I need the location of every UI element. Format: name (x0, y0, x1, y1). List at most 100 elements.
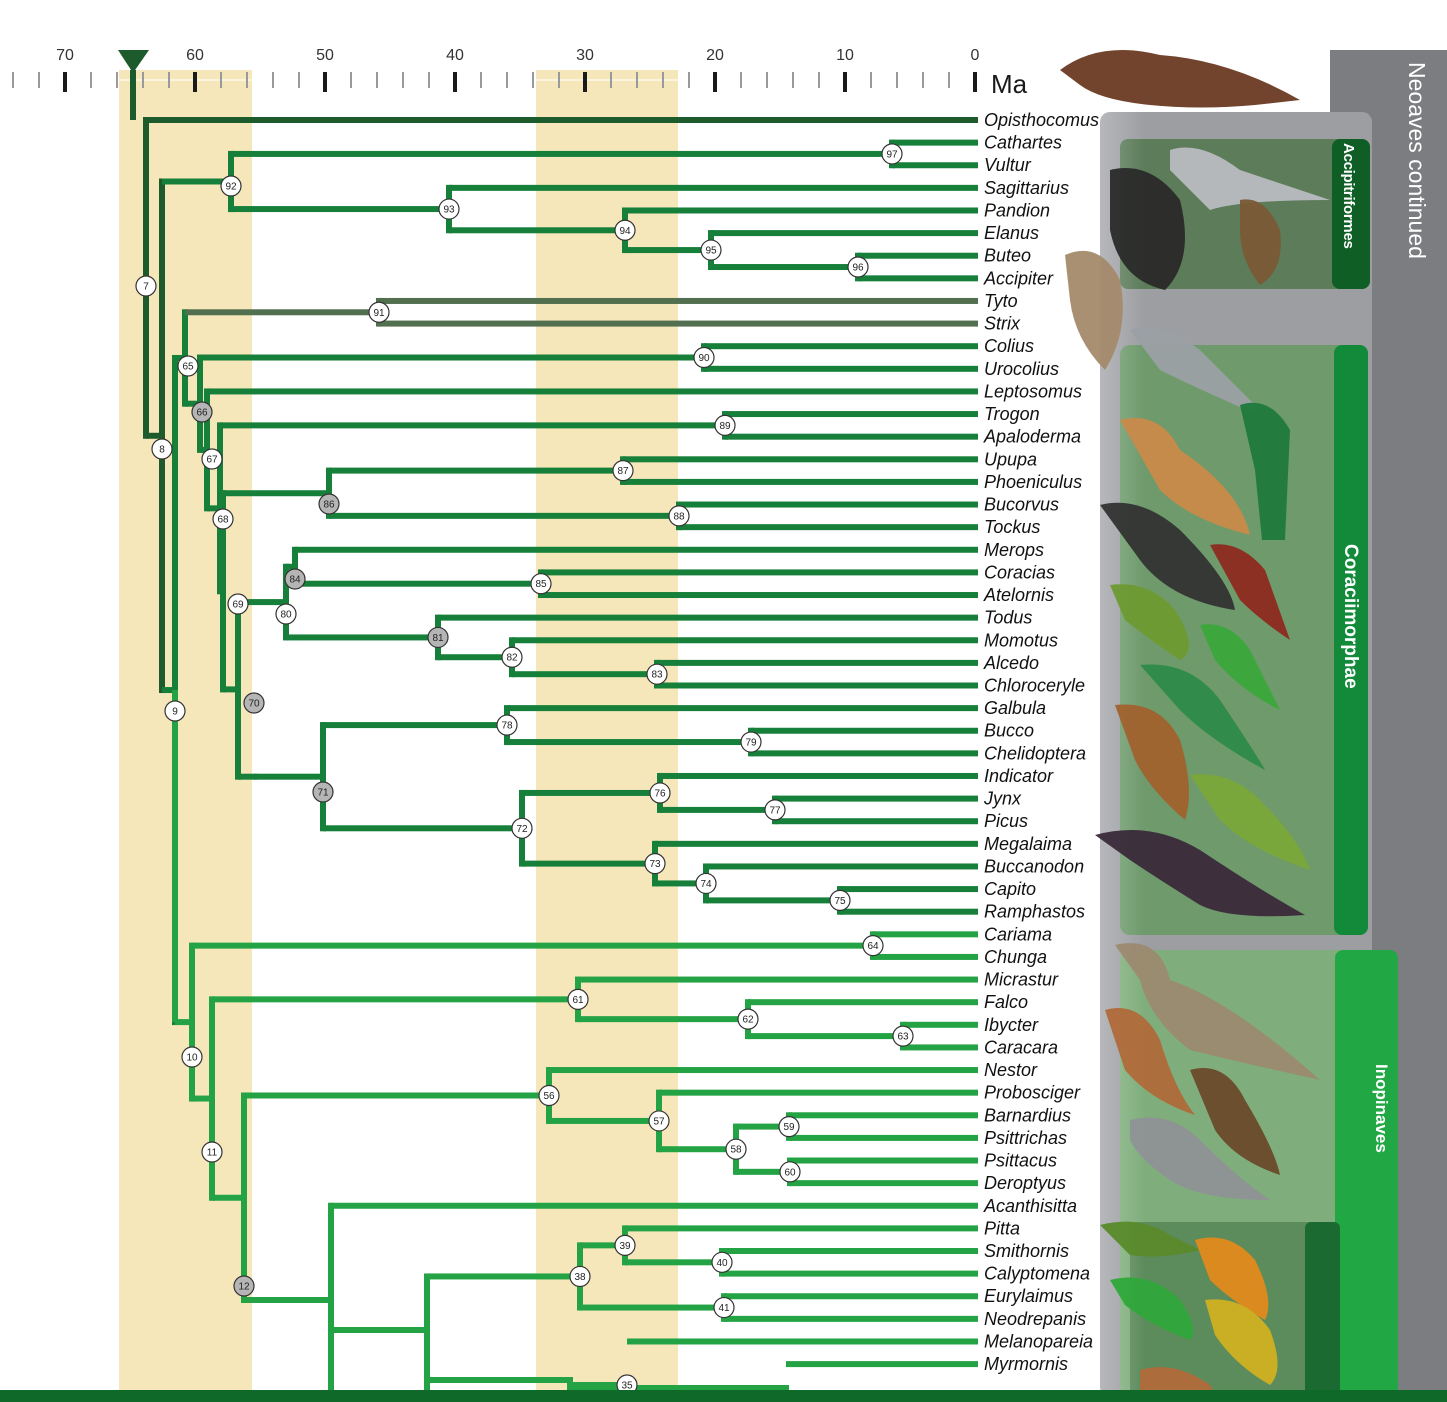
node-number: 82 (506, 653, 518, 664)
node-circle (201, 1141, 223, 1163)
node-circle (649, 782, 671, 804)
axis-minor-tick (246, 72, 248, 88)
node-circle (862, 935, 884, 957)
taxon-label-barnardius: Barnardius (984, 1105, 1071, 1125)
node-61: 61 (567, 988, 589, 1010)
node-circle (191, 401, 213, 423)
node-number: 12 (238, 1282, 250, 1293)
trogon-illustration (1240, 402, 1290, 540)
node-65: 65 (177, 355, 199, 377)
axis-major-tick (63, 72, 67, 92)
branch-horizontal (549, 1117, 662, 1124)
trunk-9-10 (172, 690, 178, 1023)
branch-horizontal (438, 654, 515, 661)
taxon-labels: OpisthocomusCathartesVulturSagittariusPa… (983, 110, 1099, 1374)
axis-minor-tick (662, 72, 664, 88)
branch-horizontal (379, 297, 978, 304)
branch-horizontal (286, 634, 441, 641)
axis-minor-tick (428, 72, 430, 88)
node-92: 92 (220, 175, 242, 197)
node-circle (892, 1025, 914, 1047)
axis-tick-label: 0 (971, 47, 980, 64)
node-85: 85 (530, 573, 552, 595)
branch-vertical (328, 1202, 334, 1395)
axis-minor-tick (272, 72, 274, 88)
branch-horizontal (427, 1273, 583, 1280)
taxon-label-upupa: Upupa (984, 449, 1037, 469)
branch-horizontal (751, 750, 978, 757)
node-number: 74 (700, 879, 712, 890)
taxon-label-galbula: Galbula (984, 698, 1046, 718)
asity-illustration (1205, 1299, 1278, 1385)
inopinaves-label: Inopinaves (1372, 1064, 1391, 1153)
node-68: 68 (212, 508, 234, 530)
branch-horizontal (873, 953, 978, 960)
taxon-label-chelidoptera: Chelidoptera (984, 743, 1086, 763)
node-number: 91 (373, 308, 385, 319)
branch-horizontal (244, 1092, 552, 1099)
node-62: 62 (737, 1008, 759, 1030)
time-band-late (536, 70, 678, 1392)
node-81: 81 (427, 626, 449, 649)
node-number: 77 (769, 805, 781, 816)
taxon-label-cariama: Cariama (984, 924, 1052, 944)
node-number: 75 (834, 896, 846, 907)
axis-minor-tick (506, 72, 508, 88)
node-63: 63 (892, 1025, 914, 1047)
node-64: 64 (862, 935, 884, 957)
node-97: 97 (881, 143, 903, 165)
node-67: 67 (201, 448, 223, 470)
taxon-label-apaloderma: Apaloderma (983, 427, 1081, 447)
branch-horizontal (786, 1361, 978, 1368)
node-number: 85 (535, 579, 547, 590)
taxon-label-eurylaimus: Eurylaimus (984, 1286, 1073, 1306)
node-number: 62 (742, 1015, 754, 1026)
node-93: 93 (438, 198, 460, 220)
node-8: 8 (151, 438, 173, 460)
node-89: 89 (714, 414, 736, 436)
branch-horizontal (580, 1242, 628, 1249)
taxon-label-accipiter: Accipiter (983, 268, 1054, 288)
taxon-label-caracara: Caracara (984, 1037, 1058, 1057)
bottom-bar (0, 1390, 1447, 1402)
axis-minor-tick (558, 72, 560, 88)
branch-horizontal (625, 207, 978, 214)
branch-vertical (292, 546, 298, 587)
taxon-label-colius: Colius (984, 336, 1034, 356)
taxon-label-buteo: Buteo (984, 246, 1031, 266)
axis-tick-label: 60 (186, 47, 204, 64)
branch-horizontal (858, 252, 978, 259)
branch-horizontal (892, 139, 978, 146)
axis-minor-tick (766, 72, 768, 88)
node-circle (368, 301, 390, 323)
branch-horizontal (207, 388, 978, 395)
node-number: 63 (897, 1032, 909, 1043)
branch-horizontal (507, 739, 754, 746)
node-number: 76 (654, 788, 666, 799)
buzzard-illustration (1240, 199, 1281, 285)
branch-horizontal (903, 1021, 978, 1028)
woodpecker-illustration (1190, 774, 1310, 870)
node-circle (829, 889, 851, 911)
node-95: 95 (700, 239, 722, 261)
taxon-label-bucco: Bucco (984, 721, 1034, 741)
node-10: 10 (181, 1046, 203, 1068)
branch-horizontal (379, 320, 978, 327)
branch-horizontal (438, 614, 978, 621)
tody-illustration (1200, 624, 1280, 710)
branch-vertical (189, 942, 195, 1102)
taxon-label-atelornis: Atelornis (983, 585, 1054, 605)
taxon-label-todus: Todus (984, 608, 1032, 628)
branch-horizontal (449, 184, 978, 191)
node-circle (612, 460, 634, 482)
branch-horizontal (207, 505, 223, 512)
branch-horizontal (512, 671, 660, 678)
axis-minor-tick (922, 72, 924, 88)
taxon-label-bucorvus: Bucorvus (984, 495, 1059, 515)
kestrel-illustration (1105, 1008, 1195, 1115)
node-number: 71 (317, 788, 329, 799)
axis-minor-tick (818, 72, 820, 88)
branch-horizontal (790, 1180, 978, 1187)
node-number: 84 (289, 575, 301, 586)
branch-vertical (283, 563, 289, 641)
